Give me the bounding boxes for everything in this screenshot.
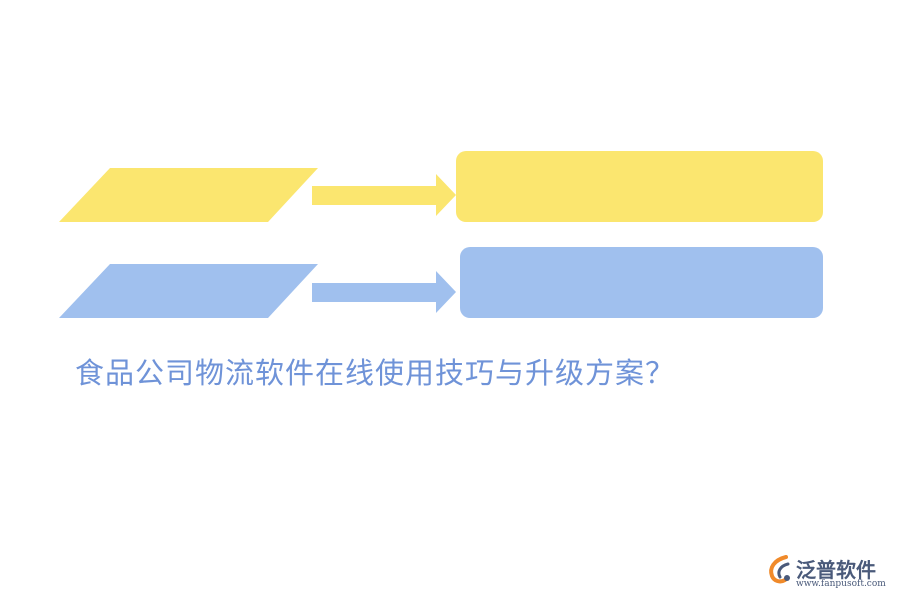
fanpu-logo-icon <box>769 555 790 584</box>
logo-url: www.fanpusoft.com <box>796 579 886 589</box>
blue-parallelogram <box>59 264 318 318</box>
page-title: 食品公司物流软件在线使用技巧与升级方案？ <box>75 356 676 390</box>
blue-box <box>460 247 823 318</box>
yellow-box <box>456 151 823 222</box>
logo: 泛普软件 www.fanpusoft.com <box>762 552 892 592</box>
yellow-arrow <box>312 174 456 216</box>
yellow-parallelogram <box>59 168 318 222</box>
blue-arrow <box>312 271 456 313</box>
logo-name: 泛普软件 <box>796 558 876 582</box>
